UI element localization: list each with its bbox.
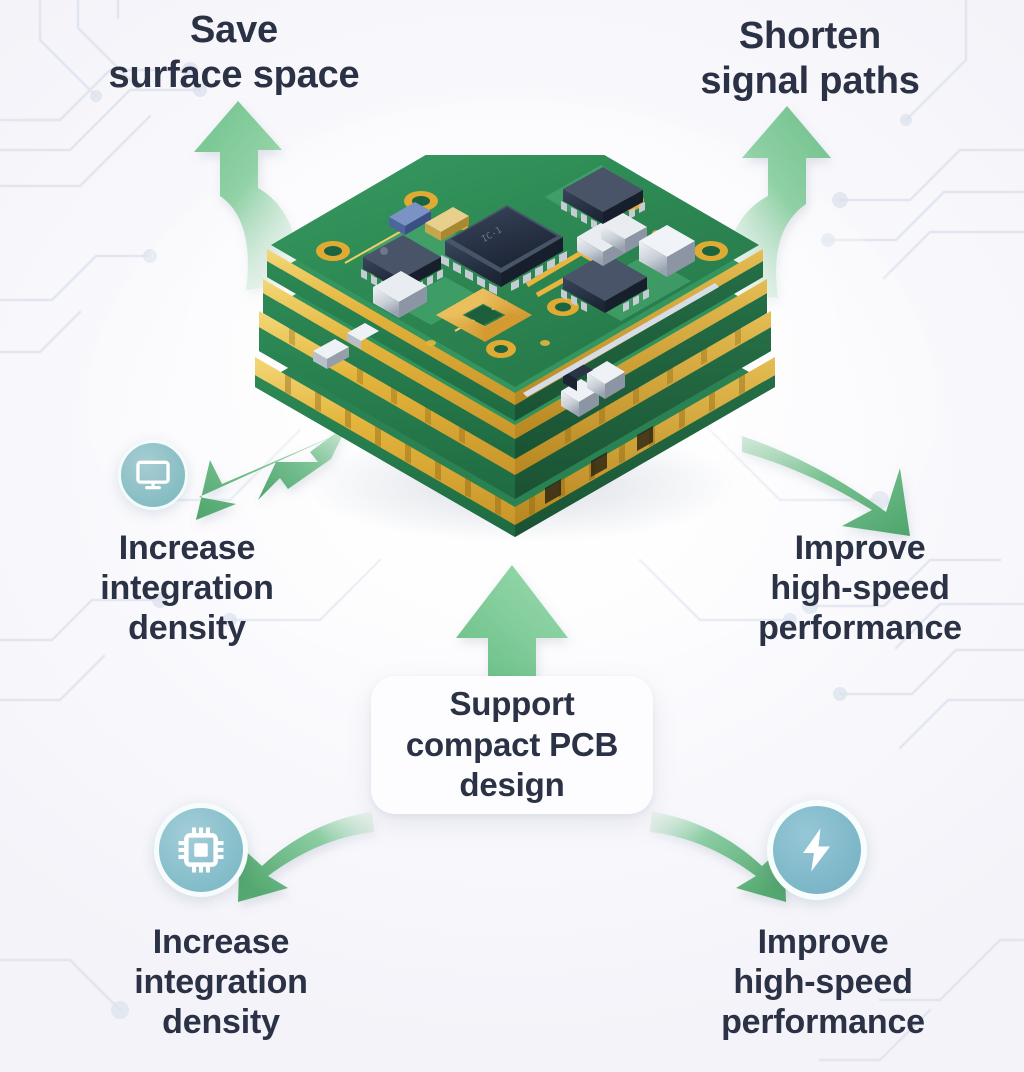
pcb-shelf-components — [523, 283, 719, 417]
monitor-icon-badge — [118, 440, 188, 510]
pcb-component-edge-smd — [347, 323, 379, 349]
benefit-label-improve-high-speed-performance-bottom: Improve high-speed performance — [721, 923, 925, 1042]
cpu-chip-icon — [178, 827, 224, 873]
benefit-label-increase-integration-density-bottom: Increase integration density — [134, 923, 308, 1042]
lightning-bolt-icon-badge — [767, 800, 867, 900]
lightning-bolt-icon — [803, 828, 830, 872]
pcb-component-soic-3 — [561, 253, 649, 313]
arrow-improve-high-speed-performance-bottom — [650, 812, 786, 902]
arrow-increase-integration-density-mid-body — [196, 428, 352, 520]
monitor-icon — [136, 460, 170, 490]
pcb-copper-band-4 — [255, 357, 775, 525]
isometric-multilayer-pcb-board: IC-1 — [255, 155, 775, 543]
pcb-component-qfp: IC-1 — [441, 205, 567, 295]
benefit-label-increase-integration-density-mid: Increase integration density — [100, 529, 274, 648]
arrow-improve-high-speed-performance-mid — [742, 436, 910, 536]
arrow-support-compact-pcb-design — [456, 565, 568, 690]
pcb-component-smd-yellow — [425, 207, 469, 241]
pcb-inductor-coil — [435, 288, 533, 342]
cpu-chip-icon-badge — [154, 803, 248, 897]
benefit-label-save-surface-space: Save surface space — [108, 9, 360, 96]
arrow-increase-integration-density-bottom — [238, 812, 374, 902]
arrow-increase-integration-density-mid — [258, 424, 348, 500]
pcb-component-capacitors — [373, 213, 695, 318]
center-card: Support compact PCB design — [371, 676, 653, 814]
benefit-label-improve-high-speed-performance-mid: Improve high-speed performance — [758, 529, 962, 648]
pcb-top-surface: IC-1 — [271, 155, 759, 387]
center-card-label: Support compact PCB design — [405, 684, 619, 804]
benefit-label-shorten-signal-paths: Shorten signal paths — [700, 15, 920, 102]
arrow-save-surface-space — [194, 101, 298, 290]
pcb-component-smd-blue — [389, 202, 431, 235]
arrow-shorten-signal-paths — [725, 106, 831, 298]
